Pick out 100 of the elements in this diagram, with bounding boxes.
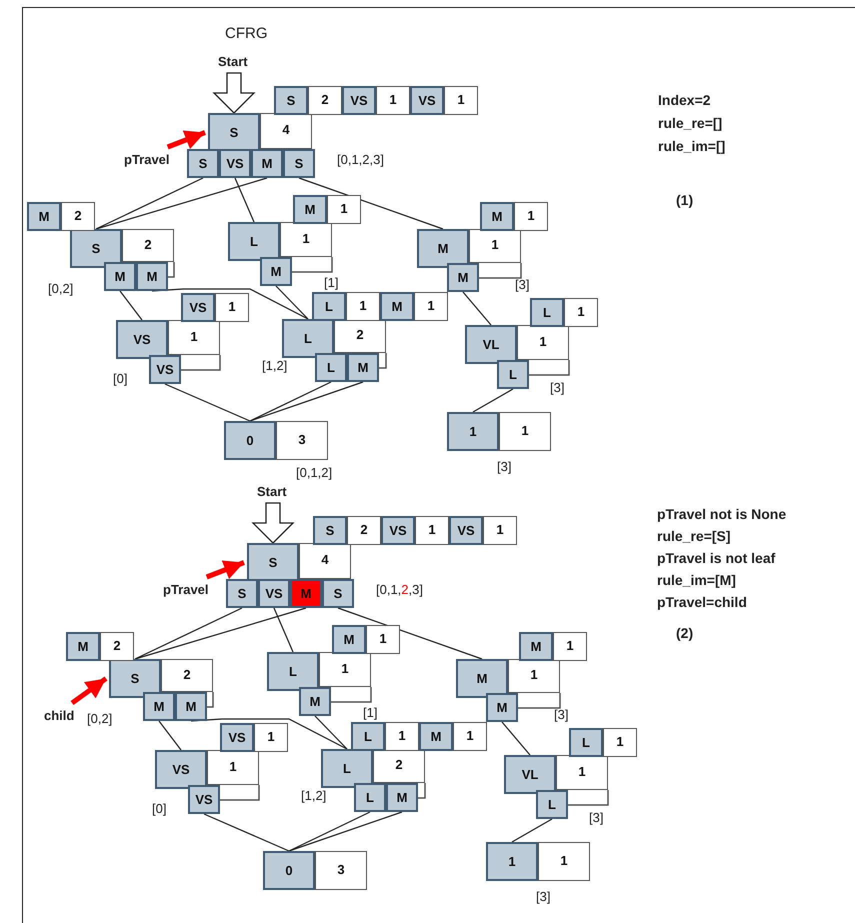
start-arrow [212, 72, 256, 114]
index-list-label: [3] [515, 277, 530, 292]
start-label: Start [257, 484, 287, 499]
rule-symbol-box: M [293, 195, 327, 224]
rule-symbol-box: S [313, 516, 347, 545]
index-list-label: [1,2] [301, 788, 326, 803]
connector-line [250, 381, 332, 422]
child-symbol-box: VS [219, 149, 251, 178]
state-note: rule_re=[] [658, 115, 722, 131]
child-symbol-box: VS [188, 785, 220, 814]
child-symbol-box: M [486, 693, 518, 722]
index-list-label: [1] [324, 275, 338, 290]
index-list-label: [3] [497, 459, 512, 474]
rule-count-box: 1 [415, 516, 449, 545]
count-box: 4 [260, 113, 312, 149]
symbol-box: 1 [447, 412, 499, 451]
connector-line [502, 722, 530, 756]
rule-count-box: 1 [453, 722, 487, 751]
rule-count-box: 1 [514, 202, 548, 231]
rule-count-box: 1 [414, 292, 448, 321]
connector-line [273, 608, 294, 652]
rule-symbol-box: M [380, 292, 414, 321]
step-number: (1) [676, 192, 694, 208]
symbol-box: S [247, 543, 299, 582]
connector-line [250, 381, 364, 422]
rule-symbol-box: M [519, 632, 553, 661]
connector-line [512, 818, 552, 843]
connector-line [190, 718, 348, 750]
step-number: (2) [676, 625, 694, 641]
rule-symbol-box: VS [220, 723, 254, 752]
pointer-arrow [70, 676, 108, 706]
count-box: 1 [469, 229, 521, 263]
child-symbol-box: L [354, 783, 386, 812]
pointer-label: pTravel [124, 152, 170, 167]
count-box: 1 [538, 842, 590, 881]
child-symbol-box: M [290, 579, 322, 608]
state-note: rule_im=[] [658, 138, 726, 154]
rule-symbol-box: M [332, 625, 366, 654]
connector-line [338, 607, 482, 660]
connector-line [234, 178, 255, 222]
count-box: 1 [517, 325, 569, 360]
symbol-box: L [267, 652, 319, 691]
child-symbol-box: M [251, 149, 283, 178]
child-symbol-box: VS [258, 579, 290, 608]
child-symbol-box: S [283, 149, 315, 178]
symbol-box: M [456, 659, 508, 698]
count-box: 2 [122, 229, 174, 262]
connector-line [276, 286, 308, 320]
index-list-label: [1,2] [262, 358, 288, 373]
symbol-box: VS [116, 320, 168, 359]
connector-line [204, 813, 290, 852]
child-symbol-box: L [536, 790, 568, 819]
graph-title: CFRG [225, 25, 268, 42]
index-list-label: [3] [550, 380, 564, 395]
child-symbol-box: L [315, 353, 347, 382]
child-symbol-box: M [386, 783, 418, 812]
rule-symbol-box: S [274, 86, 308, 115]
rule-symbol-box: VS [449, 516, 483, 545]
count-box: 3 [315, 851, 367, 890]
connector-line [96, 177, 268, 230]
child-symbol-box: S [322, 579, 354, 608]
count-box: 2 [161, 659, 213, 692]
symbol-box: S [70, 229, 122, 268]
child-symbol-box: L [497, 360, 529, 389]
count-box: 1 [499, 412, 551, 451]
state-note: pTravel not is None [657, 506, 786, 522]
rule-count-box: 1 [327, 195, 361, 224]
rule-symbol-box: VS [342, 86, 376, 115]
connector-line [96, 177, 204, 230]
index-list-label: [0,1,2,3] [376, 582, 423, 597]
pointer-arrow [166, 130, 206, 150]
rule-count-box: 2 [100, 632, 134, 661]
connector-line [134, 607, 306, 660]
count-box: 1 [280, 222, 332, 257]
rule-symbol-box: L [569, 728, 603, 757]
symbol-box: 1 [486, 842, 538, 881]
rule-symbol-box: M [27, 202, 61, 231]
child-symbol-box: M [347, 353, 379, 382]
index-list-label: [3] [536, 889, 550, 904]
child-symbol-box: M [143, 692, 175, 721]
connector-line [120, 290, 142, 320]
index-list-label: [0,1,2,3] [337, 152, 384, 167]
symbol-box: 0 [263, 851, 315, 890]
count-box: 1 [207, 750, 259, 785]
pointer-label: child [44, 708, 74, 723]
rule-count-box: 1 [564, 298, 598, 327]
symbol-box: L [228, 222, 280, 261]
connector-line [298, 177, 444, 230]
child-symbol-box: M [175, 692, 207, 721]
count-box: 2 [373, 749, 425, 783]
connector-line [134, 607, 242, 660]
child-symbol-box: VS [149, 355, 181, 384]
child-symbol-box: S [226, 579, 258, 608]
count-box: 2 [334, 319, 386, 353]
rule-symbol-box: M [66, 632, 100, 661]
pointer-arrow [206, 560, 245, 580]
child-symbol-box: S [187, 149, 219, 178]
rule-count-box: 1 [254, 723, 288, 752]
connector-line [462, 292, 492, 326]
connector-line [152, 288, 308, 320]
